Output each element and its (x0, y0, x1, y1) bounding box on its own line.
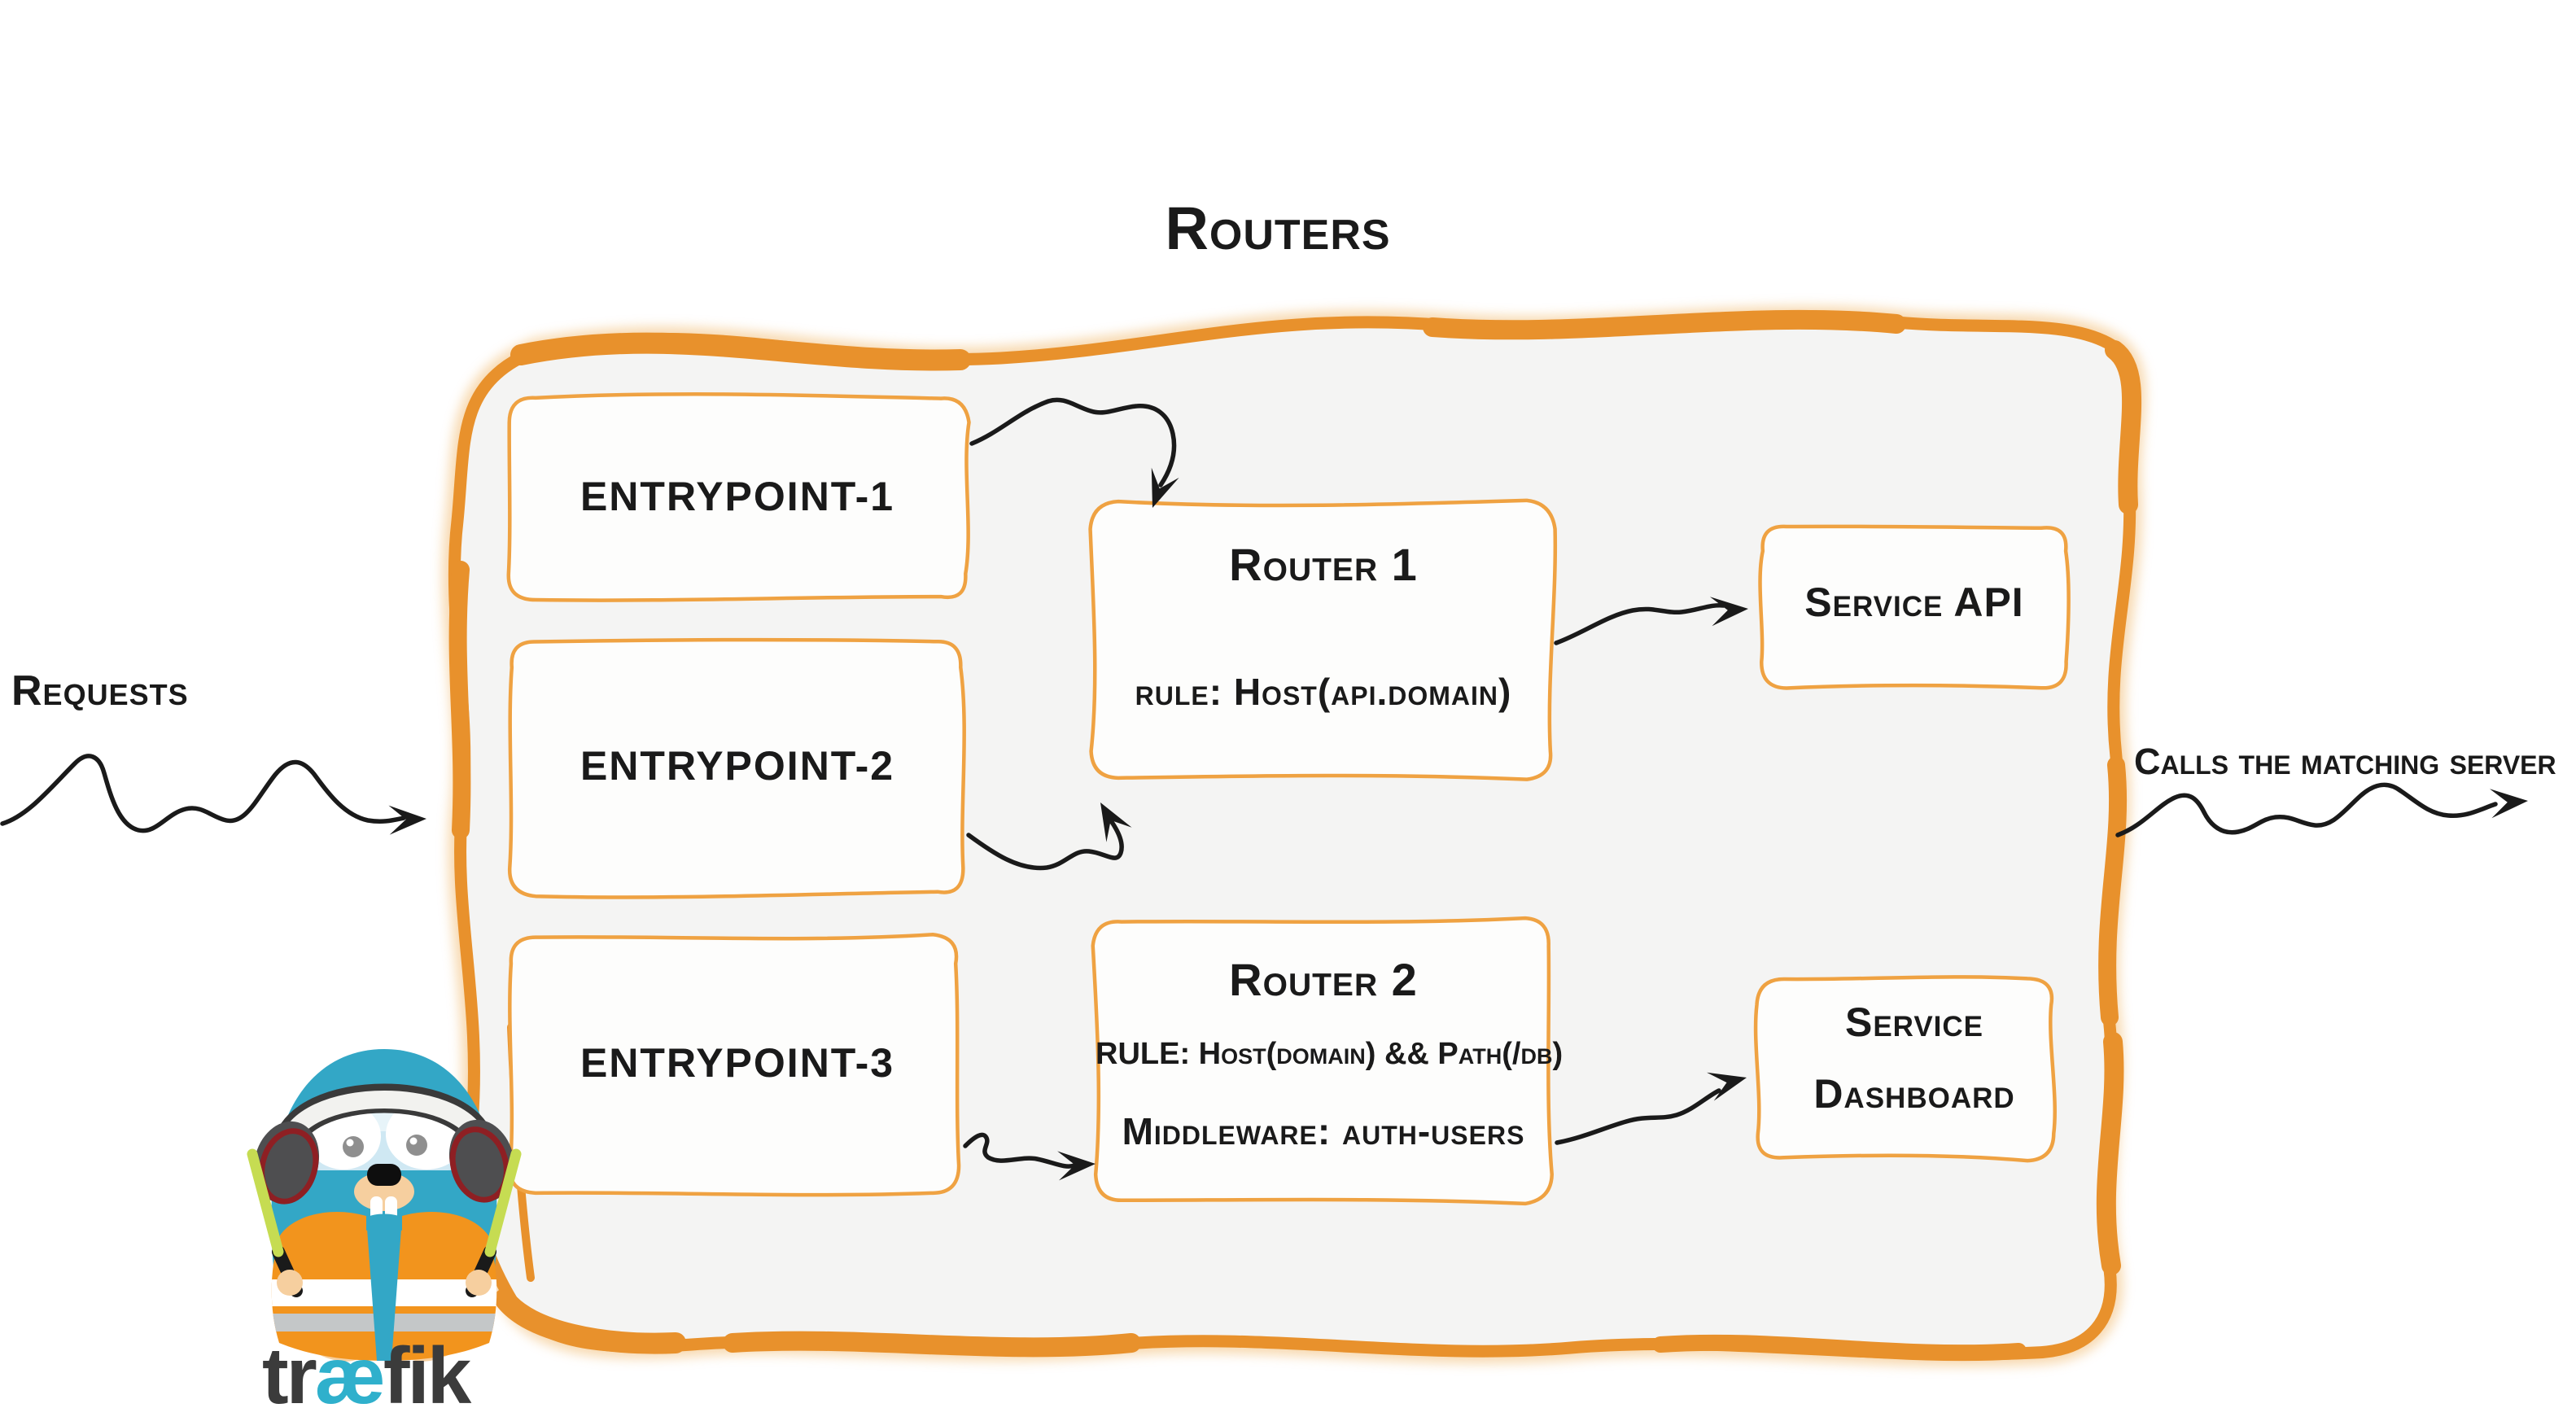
router-2-title: Router 2 (1229, 954, 1418, 1005)
calls-arrow (2115, 782, 2498, 837)
calls-arrowhead (2489, 789, 2528, 819)
router-2-middleware: Middleware: auth-users (1122, 1110, 1525, 1152)
arrow-router2-to-service-dashboard (1555, 1088, 1721, 1145)
arrowhead-into-service-dashboard (1707, 1072, 1747, 1101)
router-2-rule: RULE: Host(domain) && Path(/db) (1096, 1037, 1564, 1071)
wordmark-prefix: tr (262, 1331, 317, 1408)
arrowhead-into-router1-corner (1100, 802, 1132, 842)
service-api-label: Service API (1804, 579, 2024, 625)
gopher-headphones (253, 1083, 515, 1205)
router-1-title: Router 1 (1229, 539, 1418, 590)
vest-opening (366, 1213, 402, 1361)
service-api-box (1758, 524, 2071, 690)
arrow-entrypoint2-to-router1 (966, 820, 1124, 871)
node-boxes (506, 392, 2071, 1206)
gopher-hand-left (277, 1270, 303, 1296)
arrows (0, 397, 2498, 1169)
entrypoint-1-box (506, 392, 971, 602)
gopher-hand-right (466, 1270, 492, 1296)
arrowheads (388, 467, 2528, 1181)
traefik-gopher-mascot (247, 1049, 522, 1362)
gopher-batons (247, 1148, 522, 1297)
entrypoint-2-label: entrypoint-2 (579, 743, 895, 789)
requests-arrowhead (388, 805, 426, 835)
requests-label: Requests (11, 667, 189, 715)
entrypoint-1-label: entrypoint-1 (579, 474, 895, 519)
arrowhead-into-router2 (1057, 1151, 1096, 1181)
entrypoint-3-box (508, 933, 961, 1197)
gopher-muzzle (354, 1172, 414, 1211)
container-brush-accents (448, 309, 2142, 1362)
traefik-wordmark: træfik (262, 1330, 471, 1408)
arrowhead-into-router1-top (1151, 467, 1179, 508)
diagram-title: Routers (1165, 195, 1391, 262)
arrow-router1-to-service-api (1554, 602, 1726, 645)
entrypoint-2-box (508, 637, 966, 899)
router-1-box (1088, 498, 1558, 781)
gopher-vest (271, 1211, 497, 1361)
arrow-entrypoint1-to-router1 (969, 397, 1177, 488)
entrypoint-3-label: entrypoint-3 (579, 1040, 895, 1086)
requests-arrow (0, 754, 406, 833)
router-2-box (1091, 916, 1554, 1206)
arrowhead-into-service-api (1709, 597, 1748, 627)
service-dashboard-label-line1: Service (1844, 999, 1984, 1045)
wordmark-suffix: fik (383, 1331, 471, 1408)
wordmark-ligature: æ (314, 1331, 386, 1408)
calls-matching-server-label: Calls the matching server (2134, 741, 2556, 782)
service-dashboard-label-line2: Dashboard (1813, 1071, 2015, 1117)
arrow-entrypoint3-to-router2 (963, 1132, 1077, 1169)
gopher-nose (367, 1164, 401, 1186)
service-dashboard-box (1753, 975, 2057, 1163)
router-1-rule: rule: Host(api.domain) (1135, 671, 1512, 713)
